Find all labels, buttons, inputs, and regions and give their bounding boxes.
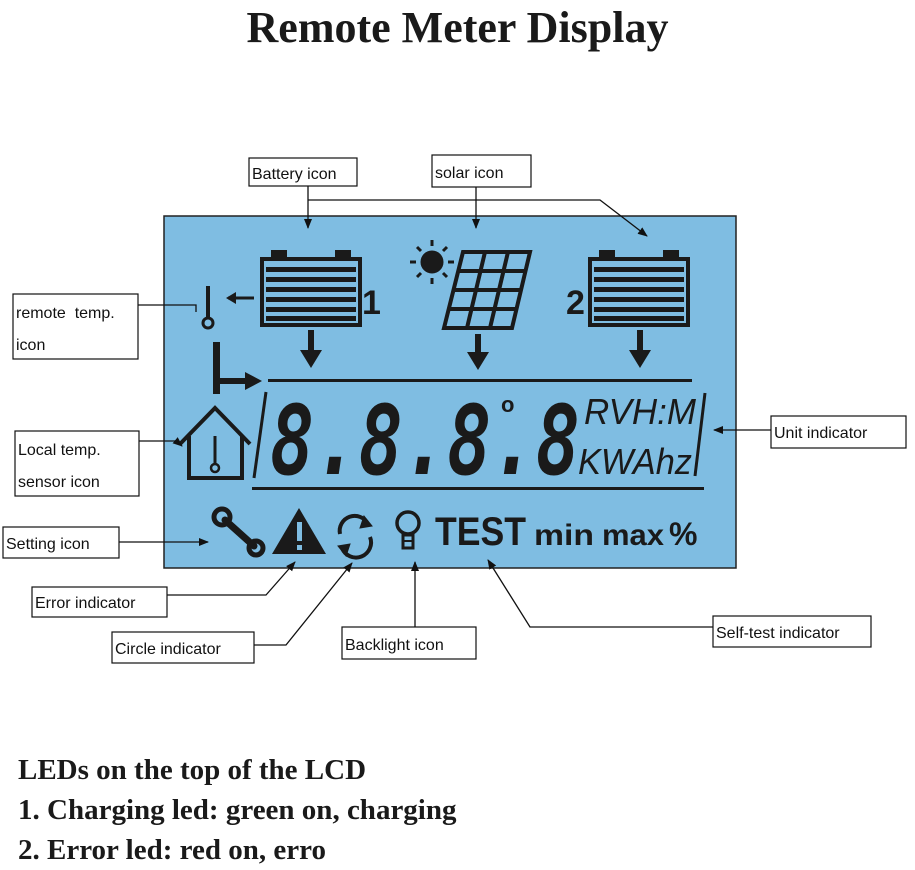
- callout-backlight-label: Backlight icon: [345, 637, 444, 654]
- led-note-charging: 1. Charging led: green on, charging: [18, 794, 457, 826]
- callout-circle: Circle indicator: [111, 631, 255, 664]
- house-icon: [178, 405, 252, 480]
- lcd-bottom-bar: [252, 487, 704, 490]
- led-notes: LEDs on the top of the LCD 1. Charging l…: [18, 750, 457, 870]
- test-label: TEST: [435, 510, 526, 554]
- battery-1-number: 1: [362, 284, 381, 322]
- min-label: min: [534, 519, 594, 552]
- circle-arrows-icon: [337, 513, 374, 560]
- callout-error-label: Error indicator: [35, 595, 136, 612]
- callout-local-temp-line1: Local temp.: [18, 442, 101, 459]
- callout-backlight: Backlight icon: [341, 626, 477, 660]
- callout-error: Error indicator: [31, 586, 168, 618]
- page-title: Remote Meter Display: [246, 3, 669, 52]
- callout-setting-label: Setting icon: [6, 536, 90, 553]
- callout-solar-label: solar icon: [435, 165, 503, 182]
- battery-icon: [260, 250, 362, 327]
- callout-remote-temp: remote temp. icon: [12, 293, 139, 360]
- leader-lines: [119, 186, 771, 646]
- bulb-icon: [395, 510, 421, 550]
- units-bottom: KWAhz: [578, 441, 692, 482]
- sensor-pointer-icon: [213, 342, 262, 394]
- degree-mark: o: [501, 392, 514, 417]
- callout-self-test-label: Self-test indicator: [716, 625, 840, 642]
- callout-local-temp: Local temp. sensor icon: [14, 430, 140, 497]
- down-arrows: [300, 330, 651, 370]
- digit-display: 8.8.8.8: [270, 385, 580, 497]
- solar-panel-icon: [441, 250, 533, 330]
- digits-right-bracket: [693, 392, 707, 477]
- callout-battery: Battery icon: [248, 157, 358, 187]
- callout-remote-temp-line2: icon: [16, 337, 45, 354]
- led-note-error: 2. Error led: red on, erro: [18, 834, 326, 866]
- battery-2-number: 2: [566, 284, 585, 322]
- callout-solar: solar icon: [431, 154, 532, 188]
- battery-icon: [588, 250, 690, 327]
- lcd-top-bar: [268, 379, 692, 382]
- led-notes-heading: LEDs on the top of the LCD: [18, 754, 367, 786]
- thermometer-icon: [201, 286, 254, 330]
- warning-icon: [272, 508, 326, 554]
- percent-label: %: [669, 516, 697, 552]
- digits-left-bracket: [252, 391, 268, 479]
- callout-local-temp-line2: sensor icon: [18, 474, 100, 491]
- max-label: max: [602, 519, 664, 552]
- callout-self-test: Self-test indicator: [712, 615, 872, 648]
- wrench-icon: [211, 506, 266, 558]
- callout-remote-temp-line1: remote temp.: [16, 305, 115, 322]
- callout-battery-label: Battery icon: [252, 166, 336, 183]
- lcd-panel: [163, 215, 737, 569]
- callout-unit-label: Unit indicator: [774, 425, 868, 442]
- units-top: RVH:M: [584, 391, 696, 432]
- callout-unit: Unit indicator: [770, 415, 907, 449]
- sun-icon: [410, 240, 454, 284]
- callout-setting: Setting icon: [2, 526, 120, 559]
- callout-circle-label: Circle indicator: [115, 641, 221, 658]
